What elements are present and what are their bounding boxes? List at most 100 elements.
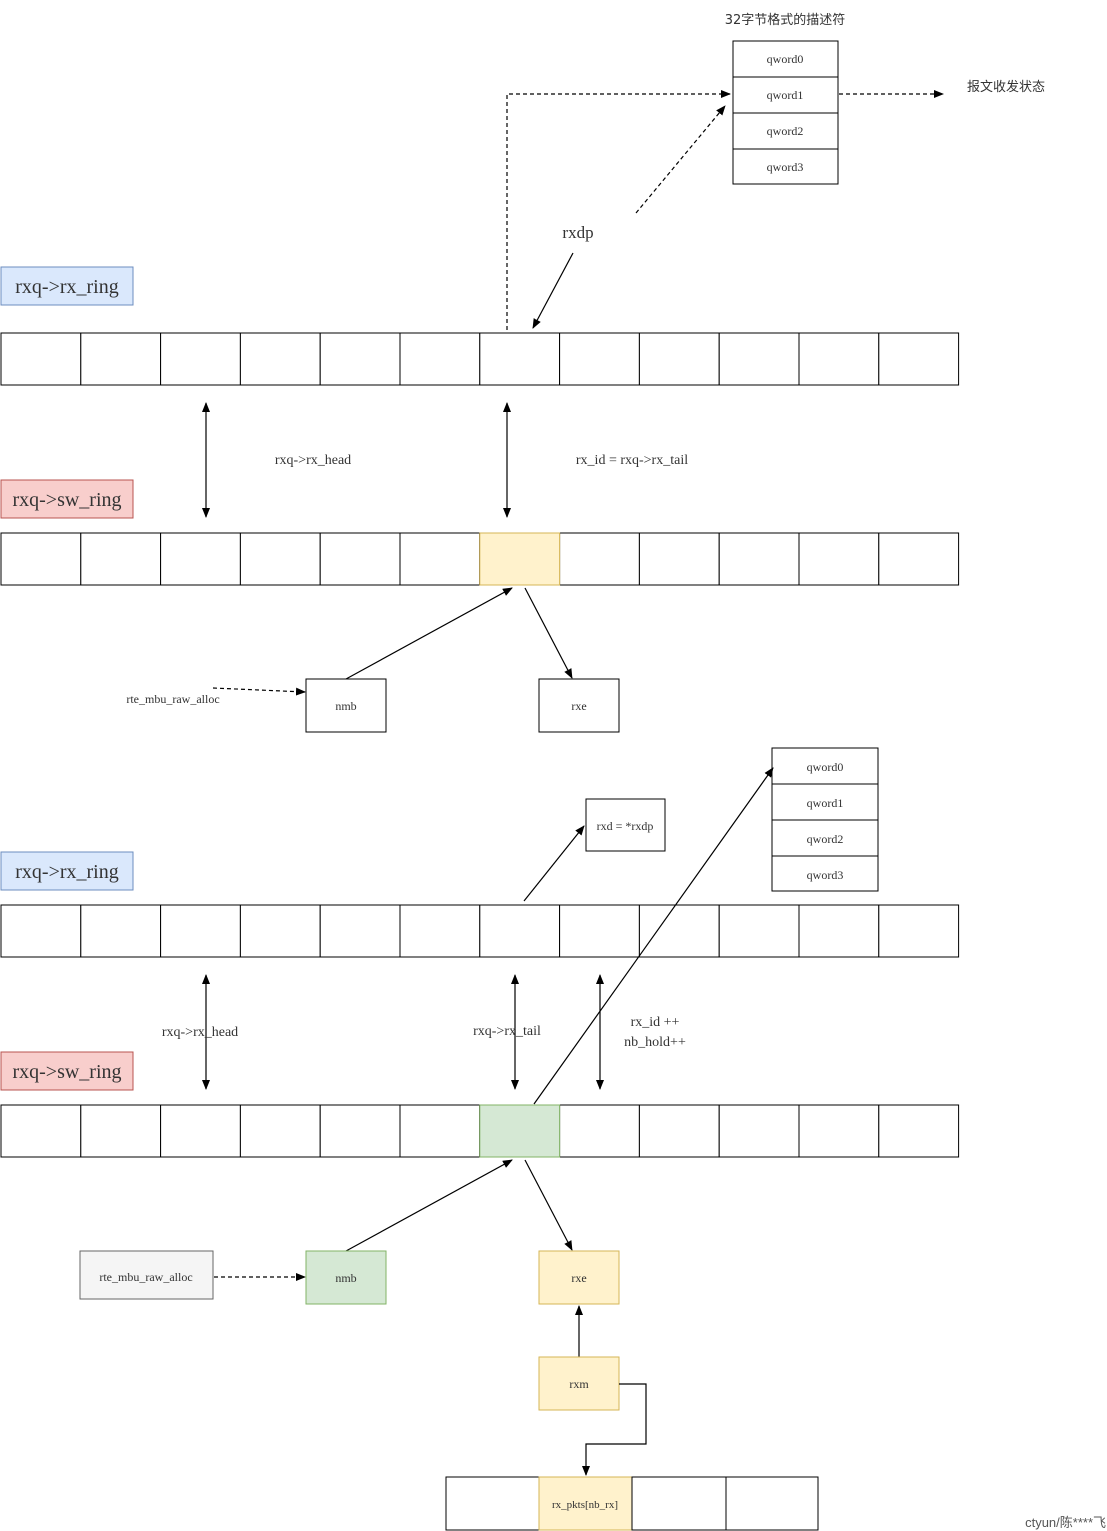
bottom-nmb-label: nmb xyxy=(335,1271,356,1285)
rxdp-arrow xyxy=(532,252,574,329)
ring-slot xyxy=(80,532,162,586)
top-rxe-arrow xyxy=(524,587,573,679)
bottom-qword2: qword2 xyxy=(807,832,844,846)
ring-slot xyxy=(160,1104,241,1158)
ring-slot xyxy=(239,332,321,386)
rxd-box xyxy=(585,798,666,852)
ring-slot xyxy=(798,332,880,386)
bottom-sw-ring-label-box xyxy=(0,1051,134,1091)
ring-slot xyxy=(399,532,481,586)
status-label: 报文收发状态 xyxy=(967,79,1045,95)
rxm-box xyxy=(538,1356,620,1411)
top-nmb-box xyxy=(305,678,387,733)
ring-slot xyxy=(319,532,401,586)
descriptor-title: 32字节格式的描述符 xyxy=(725,12,846,28)
rxm-label: rxm xyxy=(569,1377,589,1391)
bottom-rx-id-inc-label: rx_id ++ xyxy=(631,1015,680,1030)
top-rx-head-label: rxq->rx_head xyxy=(275,453,351,468)
bottom-alloc-box xyxy=(79,1250,214,1300)
bottom-rx-head-label: rxq->rx_head xyxy=(162,1025,238,1040)
rx-pkts-array: rx_pkts[nb_rx] xyxy=(445,1476,819,1531)
bottom-rxe-label: rxe xyxy=(571,1271,586,1285)
watermark: ctyun/陈****飞 xyxy=(1025,1515,1106,1530)
ring-slot xyxy=(80,1104,162,1158)
ring-slot xyxy=(718,1104,800,1158)
bottom-qword1: qword1 xyxy=(807,796,844,810)
ring-slot xyxy=(0,332,82,386)
bottom-rx-ring-label: rxq->rx_ring xyxy=(15,861,118,883)
ring-slot xyxy=(319,904,401,958)
ring-slot xyxy=(399,332,481,386)
bottom-rx-ring-label-box xyxy=(0,851,134,891)
ring-slot xyxy=(638,332,720,386)
ring-slot xyxy=(878,1104,960,1158)
ring-slot xyxy=(239,1104,321,1158)
ring-slot xyxy=(0,1104,82,1158)
bottom-rx-ring xyxy=(0,904,960,958)
top-qword0: qword0 xyxy=(767,52,804,66)
rxd-arrow xyxy=(523,825,585,902)
top-alloc-arrow xyxy=(212,687,306,696)
top-rx-ring xyxy=(0,332,960,386)
rxm-to-pkts-arrow xyxy=(582,1383,647,1476)
ring-slot xyxy=(798,904,880,958)
top-sw-ring-label-box xyxy=(0,479,134,519)
ring-slot xyxy=(559,532,640,586)
bottom-alloc-label: rte_mbu_raw_alloc xyxy=(99,1270,192,1284)
bottom-descriptor: qword0 qword1 qword2 qword3 xyxy=(771,747,879,892)
ring-slot xyxy=(718,532,800,586)
ring-slot-current xyxy=(479,532,561,586)
ring-slot xyxy=(798,532,880,586)
ring-slot xyxy=(0,532,82,586)
ring-slot xyxy=(319,332,401,386)
ring-slot xyxy=(160,532,241,586)
ring-slot xyxy=(638,532,720,586)
ring-slot xyxy=(638,1104,720,1158)
bottom-qword0: qword0 xyxy=(807,760,844,774)
bottom-nmb-arrow xyxy=(345,1159,513,1252)
top-rxe-box xyxy=(538,678,620,733)
top-qword3: qword3 xyxy=(767,160,804,174)
ring-slot xyxy=(479,904,561,958)
bottom-sw-ring-label: rxq->sw_ring xyxy=(12,1061,121,1083)
ring-slot xyxy=(80,904,162,958)
ring-slot xyxy=(718,904,800,958)
top-sw-ring-label: rxq->sw_ring xyxy=(12,489,121,511)
bottom-sw-ring xyxy=(0,1104,960,1158)
ring-to-qword1-arrow xyxy=(506,90,731,330)
ring-slot xyxy=(878,532,960,586)
ring-slot xyxy=(160,332,241,386)
bottom-nb-hold-label: nb_hold++ xyxy=(624,1035,686,1050)
ring-slot xyxy=(559,1104,640,1158)
top-nmb-label: nmb xyxy=(335,699,356,713)
ring-slot xyxy=(319,1104,401,1158)
rxdp-label: rxdp xyxy=(562,223,593,242)
ring-slot xyxy=(239,904,321,958)
rxd-label: rxd = *rxdp xyxy=(597,819,654,833)
ring-slot xyxy=(798,1104,880,1158)
sw-to-descriptor-arrow xyxy=(533,767,774,1105)
ring-slot xyxy=(479,332,561,386)
top-nmb-arrow xyxy=(345,587,513,680)
rxdp-to-qword-arrow xyxy=(635,105,726,214)
ring-slot xyxy=(718,332,800,386)
ring-slot xyxy=(80,332,162,386)
ring-slot xyxy=(878,904,960,958)
ring-slot xyxy=(638,904,720,958)
ring-slot xyxy=(878,332,960,386)
ring-slot-current xyxy=(479,1104,561,1158)
bottom-nmb-box xyxy=(305,1250,387,1305)
top-sw-ring xyxy=(0,532,960,586)
top-alloc-label: rte_mbu_raw_alloc xyxy=(126,692,219,706)
ring-slot xyxy=(559,904,640,958)
top-rx-ring-label: rxq->rx_ring xyxy=(15,276,118,298)
ring-slot xyxy=(160,904,241,958)
rx-pkts-label: rx_pkts[nb_rx] xyxy=(552,1499,618,1511)
top-rx-ring-label-box xyxy=(0,266,134,306)
top-descriptor: qword0 qword1 qword2 qword3 xyxy=(732,40,839,185)
bottom-qword3: qword3 xyxy=(807,868,844,882)
ring-slot xyxy=(0,904,82,958)
bottom-rxe-arrow xyxy=(524,1159,573,1251)
top-qword1: qword1 xyxy=(767,88,804,102)
